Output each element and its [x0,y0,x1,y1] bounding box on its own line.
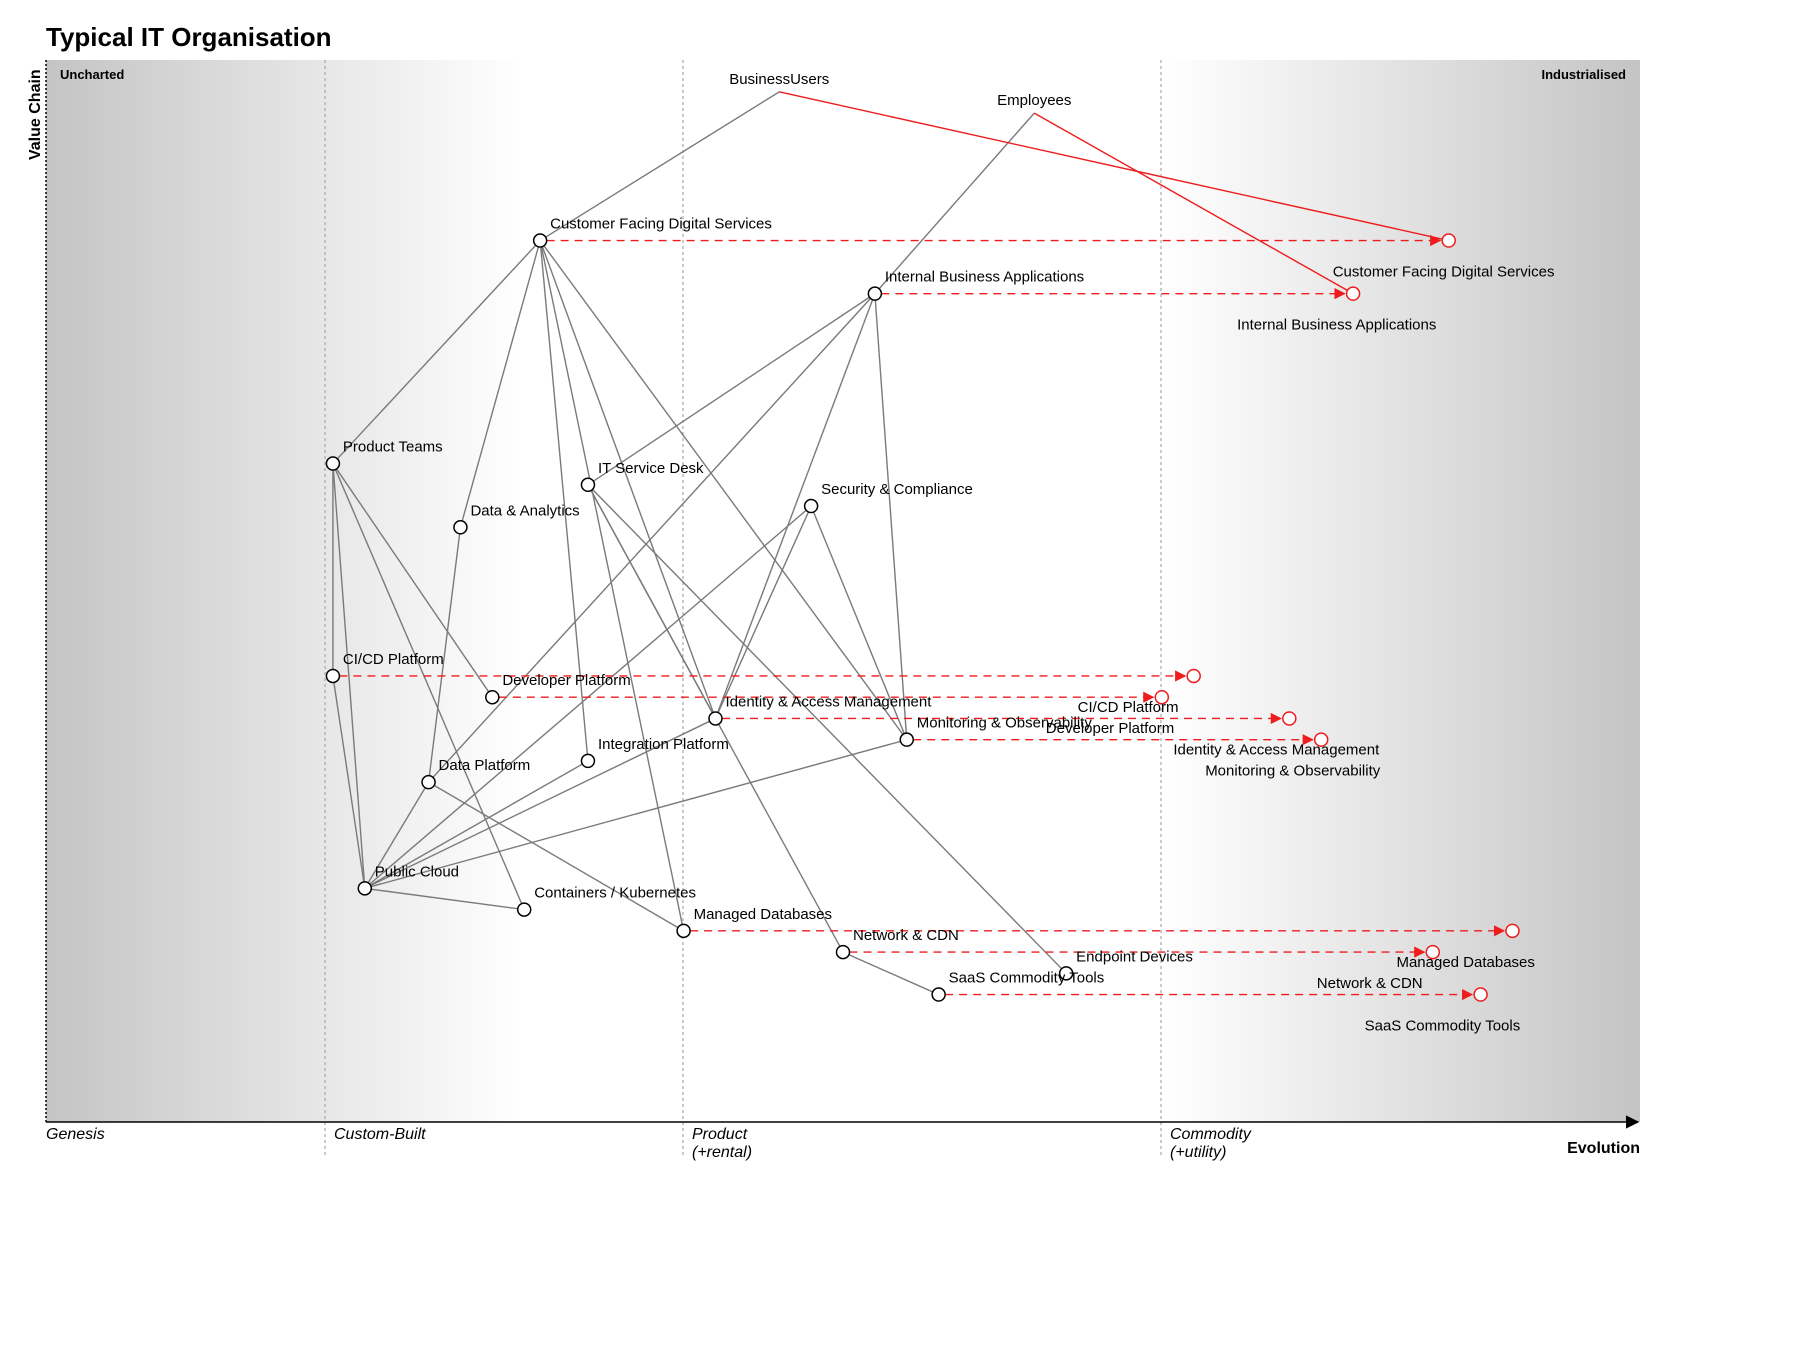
link-cfds-to-integration [539,240,589,761]
future-component-iam[interactable] [1282,711,1297,726]
link-integration-to-public-cloud [364,760,589,889]
label-product-teams: Product Teams [343,439,443,456]
label-data-platform: Data Platform [439,757,531,774]
label-saas: SaaS Commodity Tools [949,970,1105,987]
link-data-analytics-to-data-platform [427,527,462,783]
future-link-business-users-to-cfds [779,91,1449,242]
link-product-teams-to-public-cloud [332,463,366,889]
label-network-cdn: Network & CDN [853,927,959,944]
label-it-service-desk: IT Service Desk [598,460,704,477]
anchor-business-users: BusinessUsers [729,71,829,88]
label-cfds: Customer Facing Digital Services [550,216,772,233]
component-monitoring[interactable] [899,732,915,747]
future-component-network-cdn[interactable] [1425,944,1441,960]
future-component-dev-platform[interactable] [1154,689,1170,705]
link-product-teams-to-dev-platform [332,463,493,698]
component-integration[interactable] [580,753,596,769]
component-saas[interactable] [931,987,946,1002]
evolution-arrows [339,234,1506,1001]
link-security-to-monitoring [810,505,908,740]
future-component-saas[interactable] [1473,987,1488,1002]
component-dev-platform[interactable] [485,689,500,705]
label-dev-platform: Developer Platform [502,672,630,689]
link-network-cdn-to-saas [842,951,939,996]
link-iam-to-public-cloud [364,717,716,889]
component-containers[interactable] [516,902,532,917]
future-component-iba[interactable] [1345,286,1361,301]
map-components [325,233,1520,1002]
link-data-platform-to-managed-db [428,781,684,932]
link-cfds-to-iam [539,240,717,719]
component-cicd[interactable] [325,668,341,684]
label-cicd: CI/CD Platform [343,651,444,668]
future-label-network-cdn: Network & CDN [1317,975,1423,992]
link-cfds-to-monitoring [539,240,908,741]
link-iba-to-monitoring [874,293,908,740]
link-public-cloud-to-containers [364,887,525,911]
map-title: Typical IT Organisation [46,22,332,52]
future-label-iba: Internal Business Applications [1237,317,1436,334]
label-iam: Identity & Access Management [725,693,932,710]
label-integration: Integration Platform [598,736,729,753]
link-data-platform-to-public-cloud [364,781,430,889]
future-component-managed-db[interactable] [1505,923,1520,939]
future-component-cfds[interactable] [1441,233,1456,248]
future-label-iam: Identity & Access Management [1173,741,1380,758]
future-component-cicd[interactable] [1186,668,1201,684]
stage-genesis: Genesis [46,1126,105,1143]
link-cfds-to-data-analytics [459,240,541,528]
label-data-analytics: Data & Analytics [470,502,579,519]
label-managed-db: Managed Databases [694,906,832,923]
component-endpoint[interactable] [1058,966,1074,981]
component-managed-db[interactable] [676,923,691,939]
link-cfds-to-managed-db [539,240,685,931]
dependency-links [332,91,1449,996]
label-containers: Containers / Kubernetes [534,885,696,902]
link-iba-to-it-service-desk [587,293,876,486]
link-iba-to-iam [714,293,876,719]
stage-product: Product(+rental) [692,1126,752,1161]
future-label-monitoring: Monitoring & Observability [1205,763,1381,780]
future-label-saas: SaaS Commodity Tools [1365,1018,1521,1035]
link-monitoring-to-public-cloud [364,739,907,890]
link-product-teams-to-containers [332,463,525,910]
industrialised-label: Industrialised [1541,67,1626,82]
component-security[interactable] [803,498,819,514]
component-data-analytics[interactable] [453,520,468,535]
component-public-cloud[interactable] [357,881,373,896]
uncharted-label: Uncharted [60,67,124,82]
link-cfds-to-product-teams [332,240,541,465]
future-label-cfds: Customer Facing Digital Services [1333,264,1555,281]
component-data-platform[interactable] [421,774,436,790]
component-iba[interactable] [867,286,883,301]
component-iam[interactable] [708,711,723,726]
future-label-cicd: CI/CD Platform [1078,699,1179,716]
label-public-cloud: Public Cloud [375,863,459,880]
evolution-axis-label: Evolution [1567,1140,1640,1157]
future-label-managed-db: Managed Databases [1396,954,1534,971]
component-cfds[interactable] [532,233,548,248]
link-iba-to-data-platform [428,293,876,783]
stage-commodity: Commodity(+utility) [1170,1126,1252,1161]
link-security-to-iam [714,505,812,719]
component-network-cdn[interactable] [835,944,851,960]
link-cicd-to-public-cloud [332,675,366,889]
link-business-users-to-cfds [539,91,780,242]
component-labels: Customer Facing Digital ServicesInternal… [343,71,1555,1035]
anchor-employees: Employees [997,92,1071,109]
link-it-service-desk-to-endpoint [587,484,1067,974]
stage-custom-built: Custom-Built [334,1126,426,1143]
component-product-teams[interactable] [325,456,341,471]
future-component-monitoring[interactable] [1313,732,1329,747]
future-link-employees-to-iba [1033,112,1354,295]
value-chain-axis-label: Value Chain [27,69,44,160]
label-endpoint: Endpoint Devices [1076,948,1193,965]
label-monitoring: Monitoring & Observability [917,715,1093,732]
component-it-service-desk[interactable] [580,477,596,493]
future-label-dev-platform: Developer Platform [1046,720,1174,737]
label-security: Security & Compliance [821,481,973,498]
label-iba: Internal Business Applications [885,269,1084,286]
